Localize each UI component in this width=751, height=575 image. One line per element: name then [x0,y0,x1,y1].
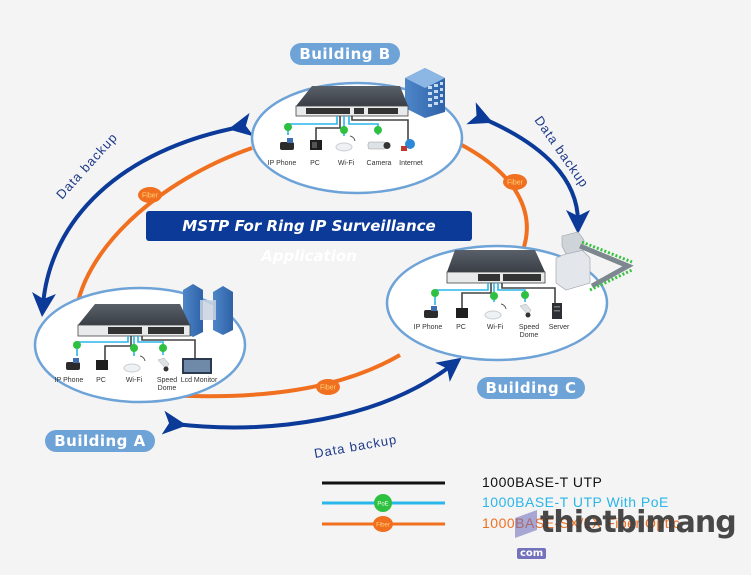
speed-dome-icon [519,303,532,318]
building-b-label: Building B [290,43,400,65]
switch-c-icon [446,250,546,284]
internet-icon [401,139,415,151]
device-label: PC [456,324,466,331]
network-diagram: Data backup Data backup Data backup Fibe… [32,68,634,532]
device-label: PC [310,160,320,167]
building-a-label: Building A [45,430,155,452]
backup-arrows [32,102,590,435]
camera-icon [367,141,391,150]
device-label: Wi-Fi [126,377,143,384]
backup-arrow-a-c [161,357,462,435]
wifi-ap-icon [335,135,356,152]
campus-building-icon [555,231,634,292]
building-c-label: Building C [477,377,585,399]
speed-dome-icon [157,357,170,372]
diagram-title: MSTP For Ring IP Surveillance Applicatio… [146,211,472,265]
svg-text:Fiber: Fiber [376,523,390,529]
device-label: Lcd Monitor [181,377,218,384]
legend-label-utp: 1000BASE-T UTP [482,474,603,490]
switch-a-icon [77,304,191,337]
device-label-line: Speed [157,377,177,384]
fiber-badge-a-c: Fiber [316,379,340,395]
fiber-badge-a-b: Fiber [138,187,162,203]
legend-poe-badge [374,494,392,512]
pc-icon [96,360,108,370]
wifi-ap-icon [484,303,507,320]
legend-fiber-badge [373,516,393,532]
svg-text:Fiber: Fiber [320,385,337,392]
device-label: Camera [367,160,392,167]
building-b-site: IP Phone PC Wi-Fi Camera Internet [250,68,464,195]
device-label: Wi-Fi [338,160,355,167]
backup-arrow-a-b [32,112,255,317]
device-label: Wi-Fi [487,324,504,331]
lcd-monitor-icon [182,358,212,374]
ip-phone-icon [424,306,438,318]
watermark-text: thietbimang [540,505,737,540]
device-label: IP Phone [268,160,297,167]
device-label: IP Phone [55,377,84,384]
building-c-ellipse [385,244,609,362]
device-label-line: Speed [519,324,539,331]
backup-label-a-c: Data backup [313,432,398,461]
switch-b-icon [295,86,409,117]
device-label: Internet [399,160,423,167]
office-building-icon [405,68,445,118]
pc-icon [310,140,322,150]
watermark-logo-icon [515,509,537,538]
legend-lines: PoE Fiber [322,481,445,532]
device-label-line: Dome [520,332,539,339]
svg-text:Fiber: Fiber [507,180,524,187]
legend-label-poe: 1000BASE-T UTP With PoE [482,494,669,510]
svg-text:Fiber: Fiber [142,193,159,200]
watermark: thietbimangcom [515,505,751,575]
backup-arrow-b-c [466,102,590,234]
ip-phone-icon [280,138,294,150]
device-label: Server [549,324,570,331]
device-label: IP Phone [414,324,443,331]
ip-phone-icon [66,358,80,370]
poe-badges-c [431,289,529,300]
wifi-ap-icon [123,355,146,373]
pc-icon [456,308,468,318]
fiber-badge-b-c: Fiber [503,174,527,190]
backup-label-a-b: Data backup [53,130,120,202]
poe-badges-b [284,123,382,134]
server-icon [552,303,562,319]
svg-text:PoE: PoE [377,502,388,508]
device-label-line: Dome [158,385,177,392]
device-label: PC [96,377,106,384]
poe-badges-a [73,341,167,352]
